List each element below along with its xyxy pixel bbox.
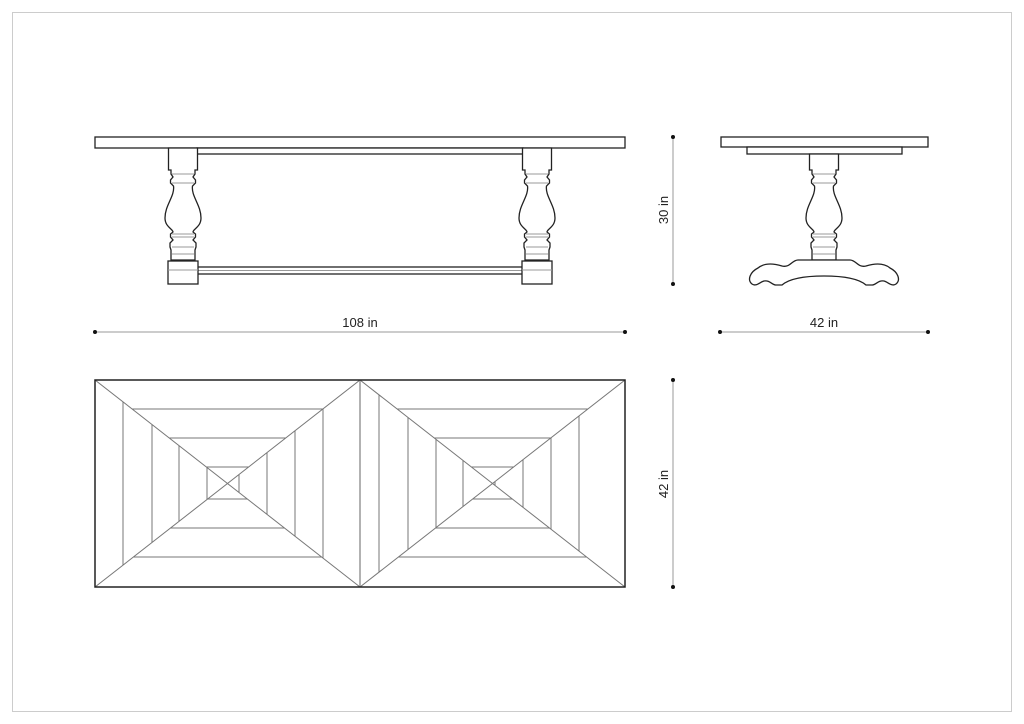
diagonal-line (359, 379, 626, 588)
dimension-endpoint (671, 135, 675, 139)
front-leg-left (164, 147, 202, 285)
height-label: 30 in (656, 196, 671, 224)
diagonal-line (94, 379, 361, 588)
dimension-endpoint (926, 330, 930, 334)
parquet-pattern (94, 379, 626, 588)
dimension-endpoint (671, 378, 675, 382)
dimension-endpoint (671, 585, 675, 589)
dimension-endpoint (623, 330, 627, 334)
side-apron (746, 146, 903, 155)
side-width-label: 42 in (810, 315, 838, 330)
turned-leg-profile (518, 147, 556, 261)
dimension-length: 108 in (93, 315, 627, 334)
dimension-height: 30 in (656, 135, 675, 286)
front-tabletop (94, 136, 626, 149)
dimension-endpoint (718, 330, 722, 334)
side-view (720, 136, 929, 286)
side-pedestal (805, 153, 843, 261)
turned-leg-profile (805, 153, 843, 261)
turned-leg-profile (164, 147, 202, 261)
leg-foot-block (521, 260, 553, 285)
dimension-endpoint (93, 330, 97, 334)
front-leg-right (518, 147, 556, 285)
plan-width-label: 42 in (656, 470, 671, 498)
side-tabletop (720, 136, 929, 148)
length-label: 108 in (342, 315, 377, 330)
front-view (94, 136, 626, 285)
top-view (94, 379, 626, 588)
dimension-endpoint (671, 282, 675, 286)
dimension-side-width: 42 in (718, 315, 930, 334)
front-apron (196, 147, 524, 155)
sheet-border (12, 12, 1012, 712)
top-outline (94, 379, 626, 588)
dimension-plan-width: 42 in (656, 378, 675, 589)
leg-foot-block (167, 260, 199, 285)
side-pedestal-base (748, 259, 900, 286)
